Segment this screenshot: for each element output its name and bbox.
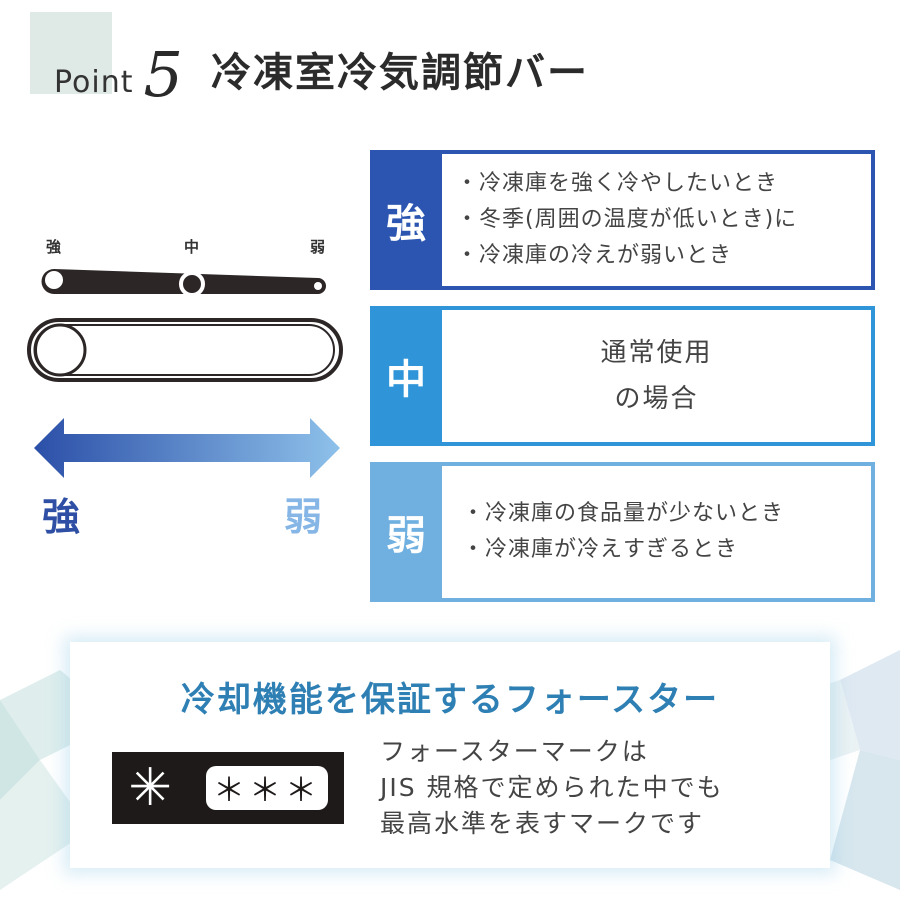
slider-knob	[179, 271, 205, 297]
level-tab-mid: 中	[386, 357, 426, 403]
forster-desc-line: 最高水準を表すマークです	[380, 809, 705, 838]
dial-label-weak: 弱	[310, 238, 326, 256]
level-mid-text: 通常使用	[600, 338, 713, 368]
four-star-mark: ✳ ＊＊＊	[112, 752, 344, 824]
slider-hole-strong	[45, 271, 63, 289]
bar-outline-outer	[27, 318, 343, 382]
three-star-icon: ＊＊＊	[206, 766, 328, 810]
level-weak-bullet: ・冷凍庫の食品量が少ないとき	[462, 501, 785, 526]
direction-strong-label: 強	[42, 495, 81, 539]
level-tab-weak: 弱	[386, 513, 426, 559]
header: Point 5 冷凍室冷気調節バー	[54, 30, 589, 110]
adjust-bar-illustration	[27, 269, 343, 382]
level-body-mid: 通常使用 の場合	[442, 310, 871, 442]
corner-decoration	[30, 12, 112, 94]
level-body-strong: ・冷凍庫を強く冷やしたいとき ・冬季(周囲の温度が低いとき)に ・冷凍庫の冷えが…	[442, 154, 871, 286]
level-weak-bullet: ・冷凍庫が冷えすぎるとき	[462, 537, 739, 562]
point-label: Point	[54, 65, 134, 100]
forster-title: 冷却機能を保証するフォースター	[180, 680, 720, 720]
dial-labels: 強 中 弱	[40, 236, 340, 256]
level-strong-bullet: ・冷凍庫の冷えが弱いとき	[456, 243, 733, 268]
forster-description: フォースターマークは JIS 規格で定められた中でも 最高水準を表すマークです	[380, 734, 724, 842]
bar-end-circle	[33, 323, 87, 377]
level-tab-strong: 強	[386, 201, 426, 247]
level-mid-text: の場合	[614, 384, 699, 414]
slider-hole-weak	[314, 282, 322, 290]
bar-outline-inner	[35, 324, 335, 376]
dial-label-strong: 強	[46, 238, 62, 256]
dial-label-mid: 中	[184, 238, 200, 256]
level-card-mid: 中 通常使用 の場合	[370, 306, 875, 446]
asterisk-icon: ✳	[128, 758, 172, 818]
forster-desc-line: JIS 規格で定められた中でも	[380, 773, 724, 802]
level-strong-bullet: ・冷凍庫を強く冷やしたいとき	[456, 171, 779, 196]
point-number: 5	[143, 38, 183, 111]
direction-weak-label: 弱	[284, 495, 323, 539]
forster-section: 冷却機能を保証するフォースター ✳ ＊＊＊ フォースターマークは JIS 規格で…	[70, 642, 830, 868]
forster-desc-line: フォースターマークは	[380, 737, 649, 766]
direction-arrow	[34, 418, 340, 478]
level-card-weak: 弱 ・冷凍庫の食品量が少ないとき ・冷凍庫が冷えすぎるとき	[370, 462, 875, 602]
page-title: 冷凍室冷気調節バー	[210, 50, 589, 96]
level-strong-bullet: ・冬季(周囲の温度が低いとき)に	[456, 207, 798, 232]
level-body-weak: ・冷凍庫の食品量が少ないとき ・冷凍庫が冷えすぎるとき	[442, 466, 871, 598]
level-card-strong: 強 ・冷凍庫を強く冷やしたいとき ・冬季(周囲の温度が低いとき)に ・冷凍庫の冷…	[370, 150, 875, 290]
